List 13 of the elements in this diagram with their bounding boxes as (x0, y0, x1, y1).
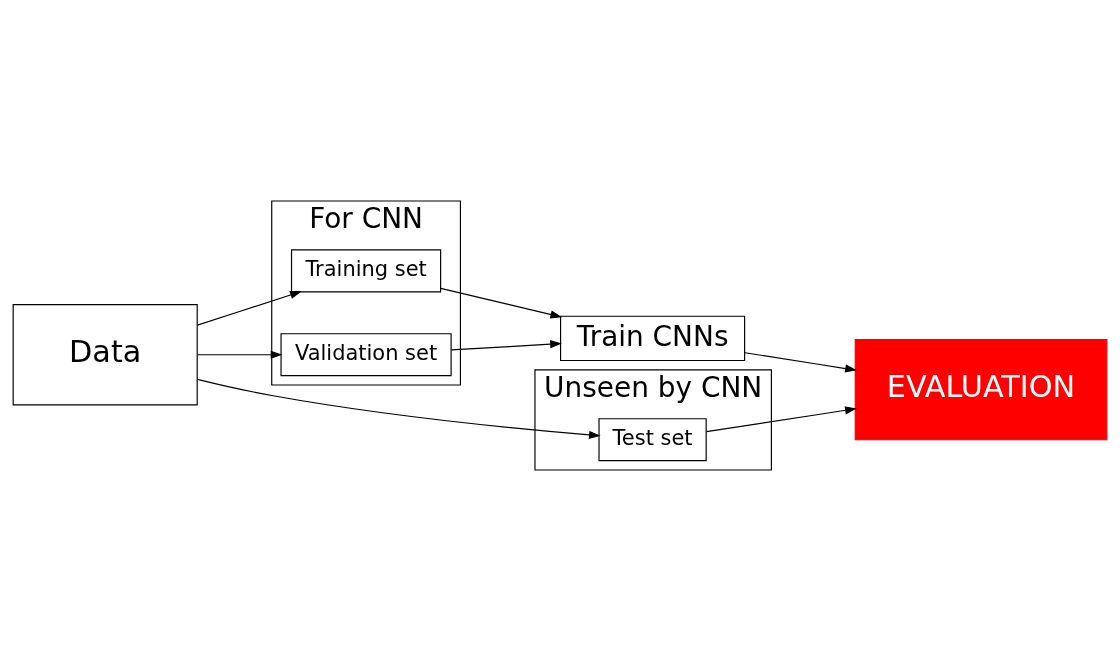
arrow (196, 378, 601, 439)
arrow (440, 287, 563, 319)
arrow (196, 291, 302, 326)
arrow (450, 340, 562, 351)
node-box: EVALUATION (854, 339, 1108, 441)
node-box: Train CNNs (560, 315, 746, 362)
node-box: Test set (598, 418, 707, 462)
node-box: Data (12, 304, 198, 406)
arrow (744, 352, 857, 373)
arrow (705, 406, 857, 433)
arrow (196, 350, 283, 359)
node-box: Training set (290, 249, 442, 293)
node-box: Validation set (280, 333, 452, 377)
